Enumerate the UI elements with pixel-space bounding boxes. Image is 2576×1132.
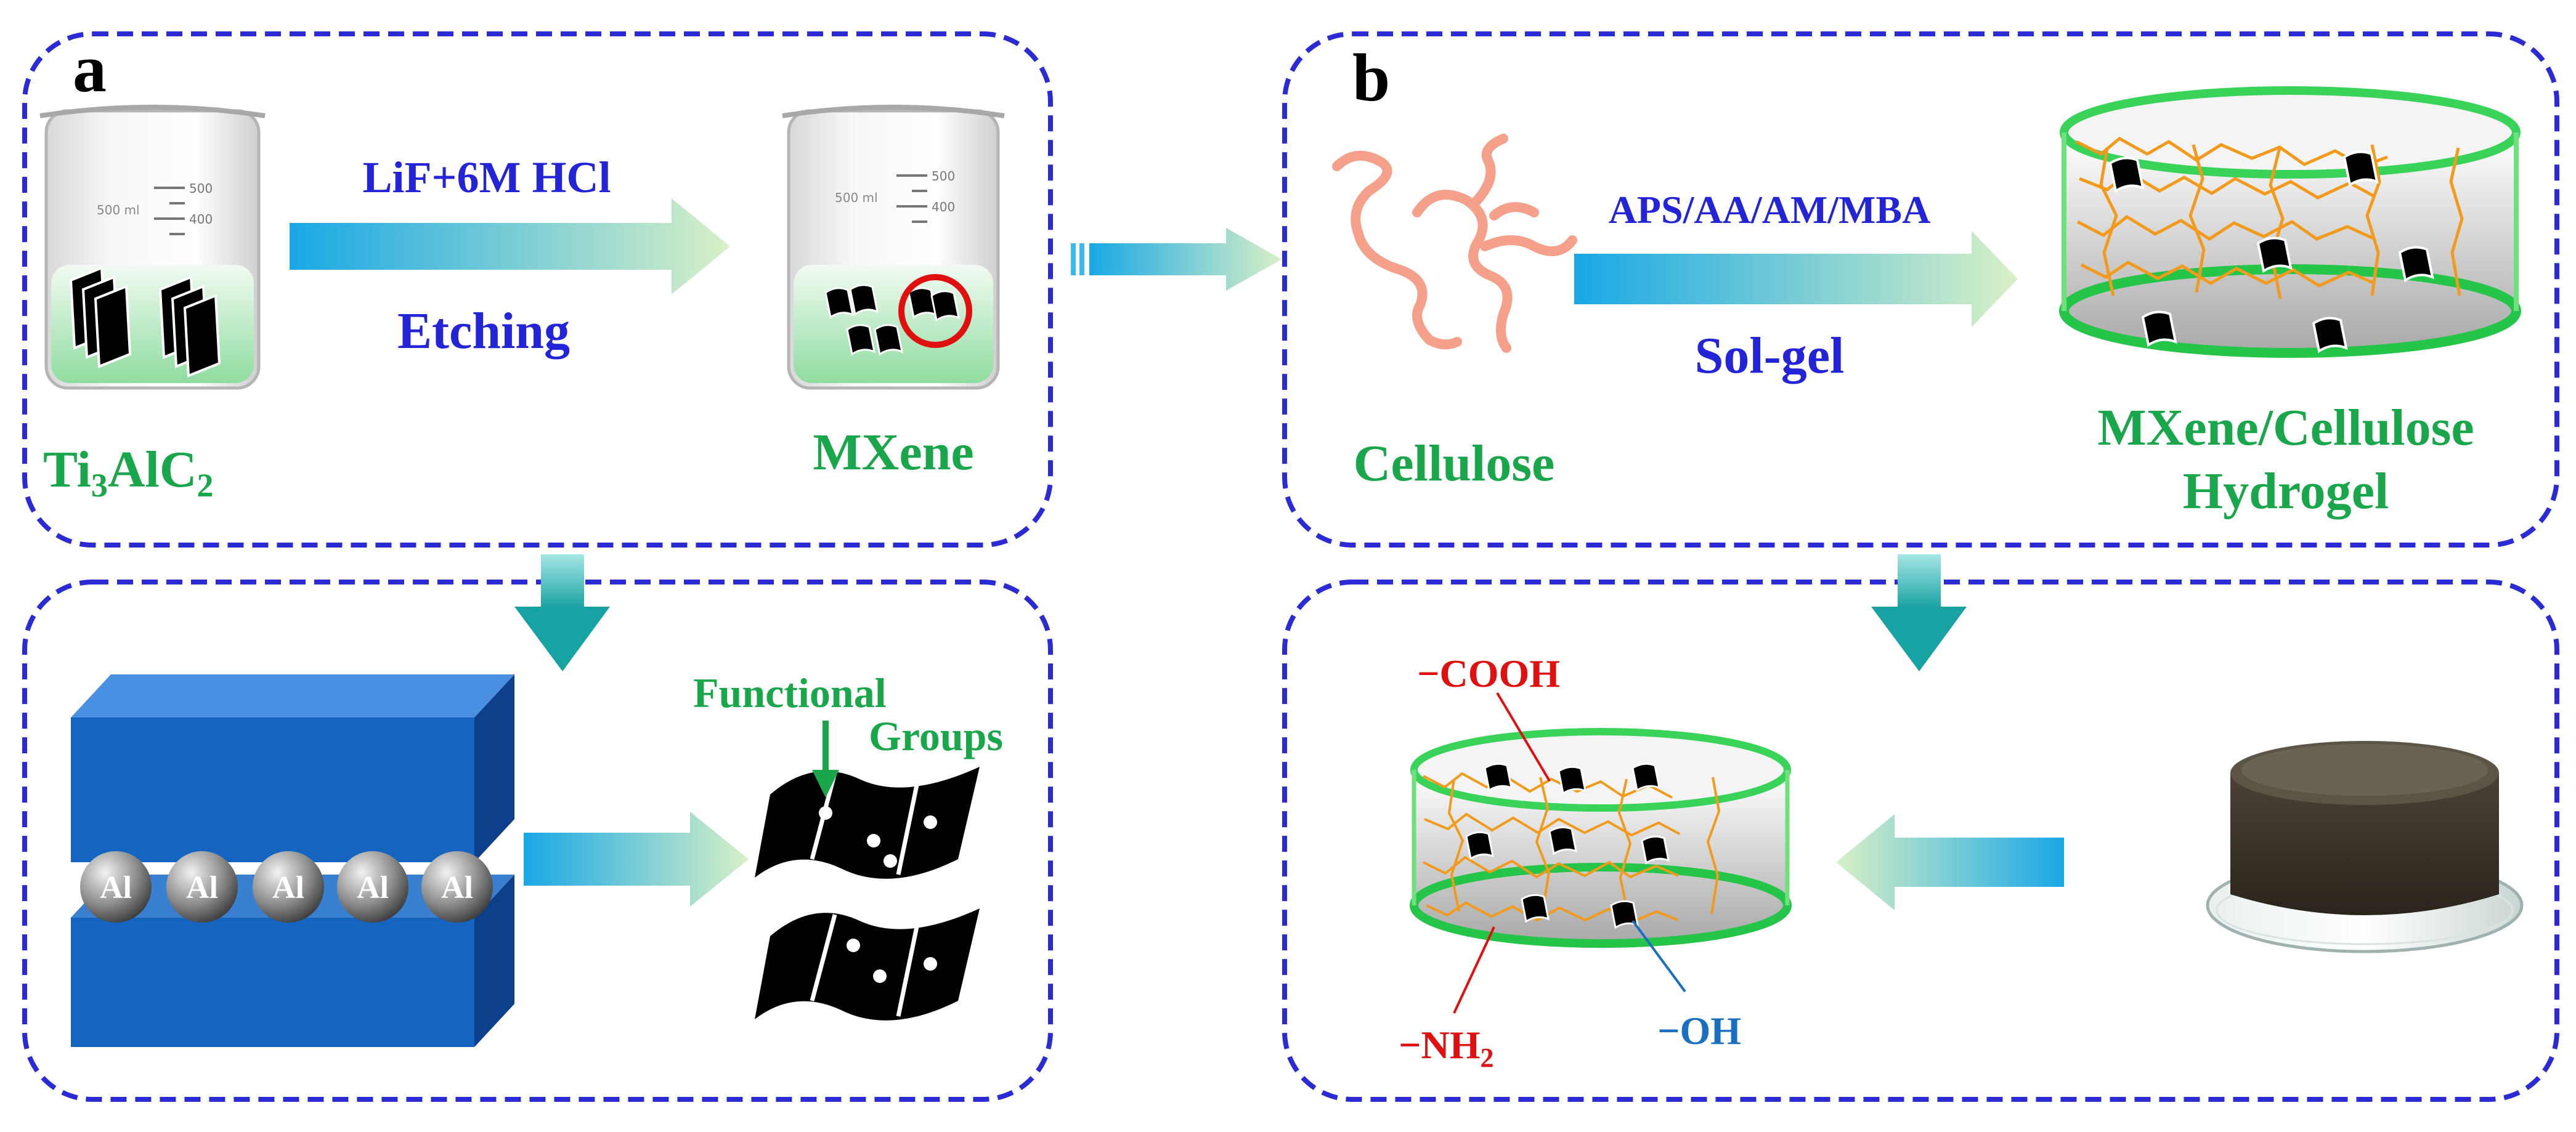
svg-text:500 ml: 500 ml [835,190,878,205]
al-atom-label: Al [186,870,218,905]
svg-text:400: 400 [189,212,213,227]
panel-borders [22,31,2559,1102]
precursor-label: Ti3AlC2 [43,441,214,504]
panel-a-letter: a [73,31,107,106]
cellulose-chains [1332,134,1577,353]
solgel-reagent: APS/AA/AM/MBA [1609,188,1931,232]
functional-label-2: Groups [869,713,1003,759]
svg-text:500 ml: 500 ml [97,203,140,217]
al-atom-label: Al [272,870,304,905]
cooh-leader [1496,692,1551,782]
al-atoms: Al Al Al Al Al [80,851,493,923]
panel-a-top-border [22,31,1053,548]
al-atom-label: Al [357,870,389,905]
down-arrow-a [514,554,610,671]
svg-text:500: 500 [189,181,213,196]
functional-label-1: Functional [693,669,887,716]
svg-text:500: 500 [932,169,955,184]
panel-a-bottom-border [22,580,1053,1102]
mxene-label: MXene [813,424,973,481]
hydrogel-label-1: MXene/Cellulose [2097,399,2474,456]
etching-reagent: LiF+6M HCl [363,153,611,202]
hydrogel-label-2: Hydrogel [2183,463,2389,520]
etching-arrow [290,198,730,294]
hydrogel-cylinder-groups [1410,728,1792,948]
hydrogel-photo [2206,741,2524,953]
nh2-leader [1453,926,1495,1014]
down-arrow-b [1871,554,1967,671]
left-arrow [1836,814,2064,910]
al-atom-label: Al [441,870,473,905]
cellulose-label: Cellulose [1354,435,1555,492]
mxene-sheets [755,767,980,1021]
solgel-arrow [1574,231,2018,327]
al-atom-label: Al [100,870,132,905]
panel-b-letter: b [1352,40,1390,115]
etching-process: Etching [397,302,570,360]
connector-arrow [1071,228,1282,291]
functional-arrow [812,721,839,798]
beaker-ti3alc2: 500 400 500 ml [39,105,266,390]
oh-label: −OH [1657,1009,1741,1053]
cooh-label: −COOH [1417,652,1560,695]
oh-leader [1631,920,1686,993]
panel-b-top-border [1282,31,2559,548]
max-phase-block [71,674,514,1047]
delamination-arrow [524,812,749,907]
hydrogel-cylinder [2059,86,2521,358]
svg-text:400: 400 [932,200,955,214]
solgel-process: Sol-gel [1695,327,1845,384]
nh2-label: −NH2 [1399,1023,1493,1073]
beaker-mxene: 500 400 500 ml [782,105,1005,390]
